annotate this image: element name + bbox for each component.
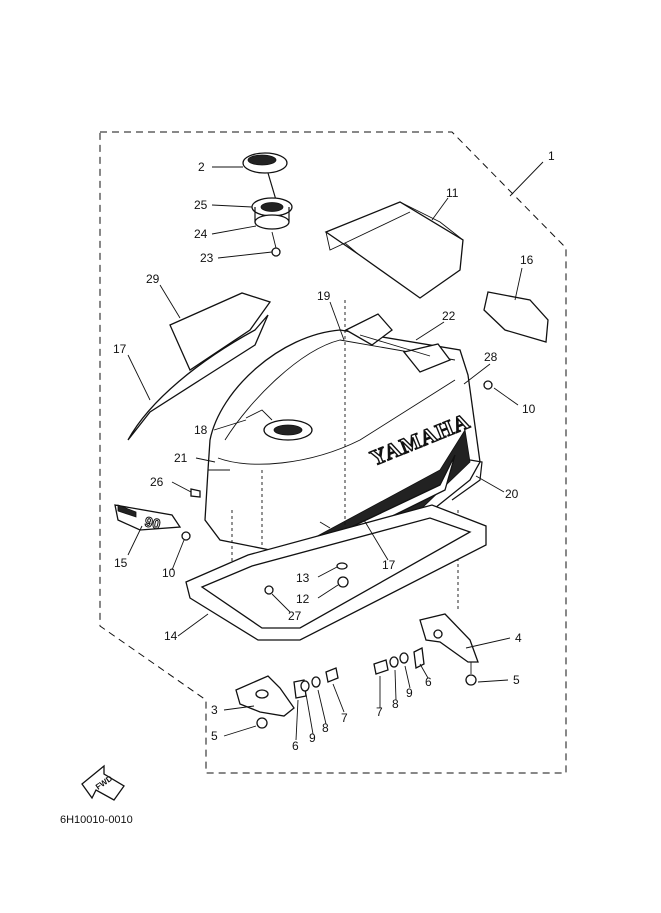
callout-label: 7 — [341, 711, 348, 725]
part-model-badge: 90 — [114, 504, 182, 533]
callout-label: 24 — [194, 227, 208, 241]
callout-label: 12 — [296, 592, 310, 606]
part-screws — [181, 380, 493, 595]
callout-label: 25 — [194, 198, 208, 212]
part-top-cowling: YAMAHA — [204, 300, 483, 620]
callout-label: 4 — [515, 631, 522, 645]
callout-label: 6 — [425, 675, 432, 689]
callout-label: 16 — [520, 253, 534, 267]
callout-label: 14 — [164, 629, 178, 643]
part-filler-cap — [242, 152, 288, 201]
callout-label: 8 — [392, 697, 399, 711]
callout-label: 8 — [322, 721, 329, 735]
callout-label: 6 — [292, 739, 299, 753]
callout-label: 9 — [406, 686, 413, 700]
callout-label: 26 — [150, 475, 164, 489]
callout-label: 3 — [211, 703, 218, 717]
callout-label: 17 — [113, 342, 127, 356]
callout-label: 9 — [309, 731, 316, 745]
part-bracket-left — [235, 675, 295, 729]
callout-label: 2 — [198, 160, 205, 174]
callout-label: 19 — [317, 289, 331, 303]
callout-label: 29 — [146, 272, 160, 286]
callout-label: 1 — [548, 149, 555, 163]
part-side-decal-left — [127, 292, 272, 441]
part-lever-right — [419, 613, 479, 686]
callout-label: 5 — [513, 673, 520, 687]
callout-label: 22 — [442, 309, 456, 323]
callout-label: 20 — [505, 487, 519, 501]
fwd-arrow-icon: FWD — [81, 764, 125, 801]
callout-label: 17 — [382, 558, 396, 572]
part-hardware-set-left — [293, 667, 339, 699]
model-badge-text: 90 — [143, 513, 162, 532]
part-code-label: 6H10010-0010 — [60, 814, 133, 826]
callout-label: 10 — [522, 402, 536, 416]
callout-label: 7 — [376, 705, 383, 719]
part-seal-gasket — [185, 504, 487, 641]
callout-label: 18 — [194, 423, 208, 437]
callout-label: 13 — [296, 571, 310, 585]
callout-label: 21 — [174, 451, 188, 465]
callout-label: 10 — [162, 566, 176, 580]
part-label-plate — [483, 291, 549, 343]
callout-label: 11 — [446, 186, 459, 200]
callout-label: 28 — [484, 350, 498, 364]
callout-label: 15 — [114, 556, 128, 570]
callout-labels: 1 2 25 24 23 11 29 19 16 22 17 28 10 18 … — [113, 149, 555, 753]
callout-label: 5 — [211, 729, 218, 743]
callout-label: 23 — [200, 251, 214, 265]
part-clamp — [271, 231, 281, 257]
leader-lines — [127, 161, 544, 741]
part-rear-cover — [324, 201, 464, 299]
callout-label: 27 — [288, 609, 302, 623]
part-hardware-set-right — [373, 647, 425, 675]
part-grommet — [251, 197, 293, 230]
